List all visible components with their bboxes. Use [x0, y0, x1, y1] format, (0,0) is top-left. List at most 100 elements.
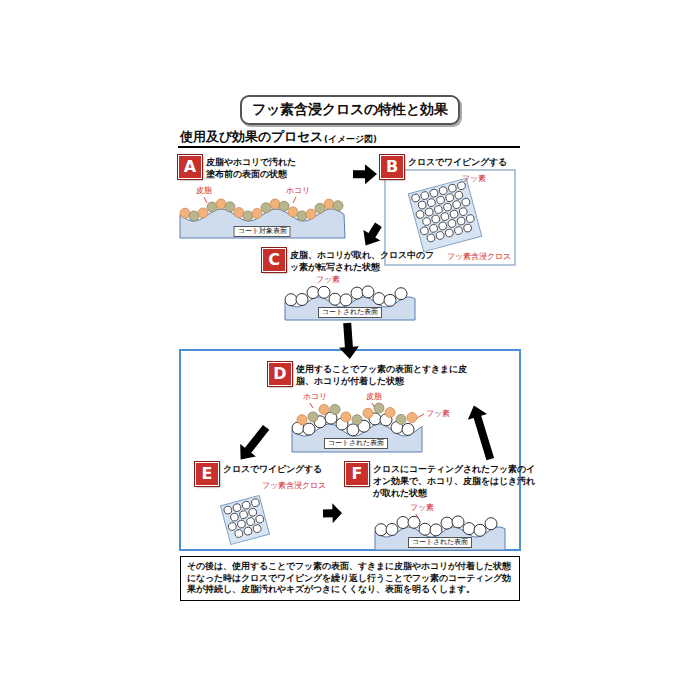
fluorine-particle: [448, 184, 457, 193]
heading-rule: [178, 146, 520, 148]
fluorine-particle: [384, 294, 396, 306]
fluorine-particle: [386, 524, 398, 536]
fluorine-particle: [248, 508, 257, 517]
fluorine-particle: [463, 223, 472, 232]
fluorine-particle: [402, 423, 414, 435]
dust-particle: [225, 202, 235, 212]
leader-line: [310, 403, 313, 408]
fluorine-particle: [449, 209, 458, 218]
step-letter: B: [380, 155, 404, 179]
step-letter: E: [195, 462, 219, 486]
fluorine-particle: [340, 294, 352, 306]
fluorine-particle: [443, 202, 452, 211]
fluorine-particle: [395, 288, 407, 300]
fluorine-particle: [436, 196, 445, 205]
sebum-particle: [297, 415, 307, 425]
part-label: ホコリ: [286, 186, 310, 195]
fluorine-particle: [237, 519, 246, 528]
leader-line: [204, 197, 207, 203]
flow-arrow: [240, 425, 269, 460]
step-description: クロスでワイピングする: [408, 156, 520, 168]
fluorine-particle: [303, 423, 315, 435]
surface-label: コートされた表面: [318, 307, 382, 318]
coated-surface: [292, 424, 422, 452]
step-description: クロスにコーティングされたフッ素のイオン効果で、ホコリ、皮脂をはじき汚れが取れた…: [373, 463, 539, 499]
fluorine-particle: [459, 207, 468, 216]
dust-particle: [243, 211, 253, 221]
dust-particle: [330, 404, 340, 414]
fluorine-particle: [318, 286, 330, 298]
part-label: 皮脂: [196, 186, 212, 195]
step-panel: Eクロスでワイピングする: [195, 462, 320, 548]
fluorine-particle: [431, 214, 440, 223]
cloth-body: [408, 178, 481, 251]
cycle-frame: [180, 350, 520, 550]
sebum-particle: [216, 199, 226, 209]
sebum-particle: [270, 199, 280, 209]
fluorine-particle: [420, 191, 429, 200]
fluorine-particle: [454, 226, 463, 235]
fluorine-particle: [230, 512, 239, 521]
fluorine-particle: [239, 510, 248, 519]
fluorine-particle: [415, 210, 424, 219]
sebum-particle: [407, 413, 417, 423]
dust-particle: [308, 412, 318, 422]
surface-label: コート対象表面: [234, 226, 291, 237]
fluorine-particle: [438, 186, 447, 195]
wiping-cloth: [221, 496, 270, 545]
fluorine-particle: [420, 226, 429, 235]
part-label: 皮脂: [366, 392, 382, 401]
fluorine-particle: [223, 505, 232, 514]
fluorine-particle: [408, 516, 420, 528]
step-letter: C: [262, 248, 286, 272]
fluorine-particle: [351, 287, 363, 299]
sebum-particle: [252, 209, 262, 219]
fluorine-particle: [463, 523, 475, 535]
fluorine-particle: [426, 233, 435, 242]
fluorine-particle: [435, 231, 444, 240]
leader-line: [293, 197, 296, 203]
part-label: フッ素: [316, 275, 340, 284]
fluorine-particle: [296, 294, 308, 306]
fluorine-particle: [447, 219, 456, 228]
sebum-particle: [319, 404, 329, 414]
dust-particle: [374, 403, 384, 413]
part-label: フッ素: [426, 409, 450, 418]
fluorine-particle: [347, 424, 359, 436]
fluorine-particle: [419, 523, 431, 535]
fluorine-particle: [242, 501, 251, 510]
step-description: 使用することでフッ素の表面とすきまに皮脂、ホコリが付着した状態: [296, 363, 476, 387]
part-label: ホコリ: [303, 392, 327, 401]
fluorine-particle: [234, 529, 243, 538]
fluorine-particle: [422, 217, 431, 226]
fluorine-particle: [255, 514, 264, 523]
step-description: 皮脂やホコリで汚れた塗布前の表面の状態: [206, 156, 301, 180]
part-label: フッ素: [410, 503, 434, 512]
dust-particle: [279, 201, 289, 211]
cloth-body: [221, 496, 270, 545]
fluorine-particle: [427, 198, 436, 207]
surface-label: コートされた表面: [324, 438, 388, 449]
step-letter: D: [268, 362, 292, 386]
fluorine-particle: [474, 524, 486, 536]
fluorine-particle: [456, 216, 465, 225]
step-description: 皮脂、ホコリが取れ、クロス中のフッ素が転写された状態: [290, 249, 440, 273]
fluorine-particle: [454, 191, 463, 200]
fluorine-particle: [429, 224, 438, 233]
section-heading: (イメージ図): [324, 134, 377, 146]
fluorine-particle: [425, 207, 434, 216]
dust-particle: [315, 203, 325, 213]
flow-arrow: [323, 503, 342, 523]
dust-particle: [352, 415, 362, 425]
note-text: その後は、使用することでフッ素の表面、すきまに皮脂やホコリが付着した状態になった…: [180, 556, 520, 601]
wiping-cloth: [408, 178, 481, 251]
section-heading: 使用及び効果のプロセス: [180, 128, 323, 146]
fluorine-particle: [452, 516, 464, 528]
fluorine-particle: [461, 198, 470, 207]
sebum-particle: [306, 209, 316, 219]
flow-arrow: [363, 223, 381, 246]
fluorine-particle: [485, 518, 497, 530]
dust-particle: [396, 414, 406, 424]
sebum-particle: [234, 208, 244, 218]
dust-particle: [297, 211, 307, 221]
